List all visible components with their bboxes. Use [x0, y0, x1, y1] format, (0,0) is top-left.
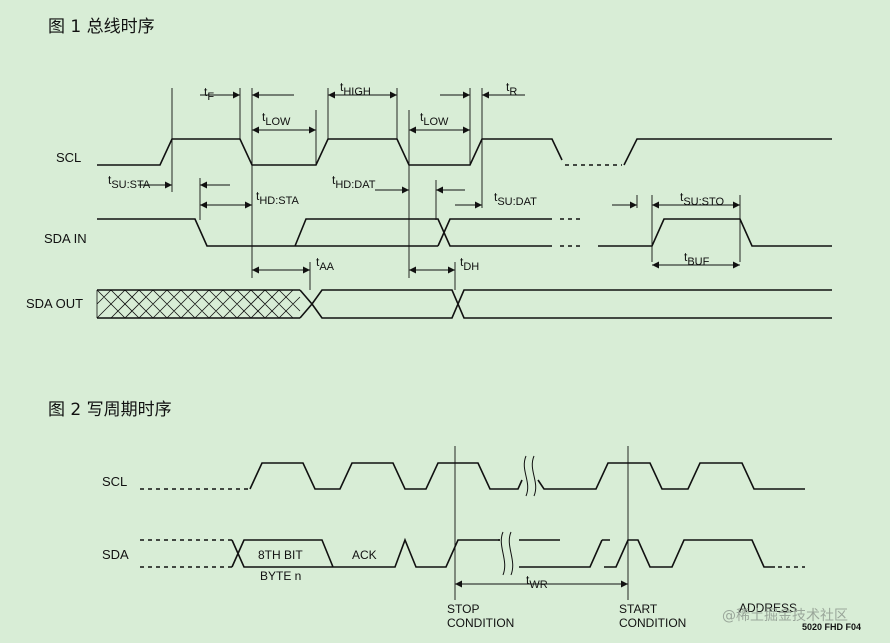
fig2-sda-break — [500, 531, 514, 576]
thd-dat-label: tHD:DAT — [332, 173, 376, 191]
fig2-sda-label: SDA — [102, 547, 129, 562]
figure-code: 5020 FHD F04 — [802, 622, 861, 632]
tsu-sto-label: tSU:STO — [680, 190, 725, 208]
thigh-label: tHIGH — [340, 80, 371, 98]
fig1-sda-out-label: SDA OUT — [26, 296, 83, 311]
fig1-sda-in-tail — [598, 218, 832, 247]
tf-label: tF — [204, 85, 214, 103]
tsu-dat-label: tSU:DAT — [494, 190, 537, 208]
byte-n-label: BYTE n — [260, 569, 301, 583]
fig1-sda-in-label: SDA IN — [44, 231, 87, 246]
fig2-scl-break — [523, 455, 537, 497]
tsu-sta-label: tSU:STA — [108, 173, 151, 191]
fig1-scl-label: SCL — [56, 150, 81, 165]
fig2-scl-waveform-2 — [537, 462, 805, 490]
fig1-sda-out-waveform — [299, 289, 832, 319]
tlow2-label: tLOW — [420, 110, 449, 128]
fig1-sda-in-gap — [560, 218, 582, 247]
fig2-sda-waveform — [231, 537, 500, 568]
fig2-scl-waveform — [249, 462, 523, 490]
fig1-scl-tail — [623, 138, 832, 166]
stop-condition-label: CONDITION — [447, 616, 514, 630]
fig1-reference-lines — [171, 88, 741, 290]
fig2-scl-label: SCL — [102, 474, 127, 489]
watermark: @稀土掘金技术社区 — [722, 608, 848, 624]
tr-label: tR — [506, 80, 517, 98]
fig1-sda-out-hatch-border — [97, 289, 300, 319]
twr-label: tWR — [526, 573, 548, 591]
tdh-label: tDH — [460, 255, 479, 273]
fig1-scl-waveform — [97, 138, 563, 166]
fig2-condition-markers — [454, 446, 629, 600]
fig2-sda-waveform-3 — [604, 539, 775, 568]
fig1-title: 图 1 总线时序 — [48, 17, 155, 37]
thd-sta-label: tHD:STA — [256, 189, 300, 207]
fig1-timing-arrows — [138, 91, 740, 274]
ack-label: ACK — [352, 548, 377, 562]
fig1-sda-out-hatch — [96, 289, 301, 319]
address-label: ADDRESS — [739, 601, 797, 615]
start-label: START — [619, 602, 658, 616]
tbuf-label: tBUF — [684, 250, 710, 268]
start-condition-label: CONDITION — [619, 616, 686, 630]
eighth-bit-label: 8TH BIT — [258, 548, 303, 562]
fig2-sda-waveform-2 — [498, 539, 610, 568]
stop-label: STOP — [447, 602, 479, 616]
tlow1-label: tLOW — [262, 110, 291, 128]
fig2-sda-lead — [140, 539, 232, 568]
fig2-title: 图 2 写周期时序 — [48, 400, 172, 420]
fig1-sda-in-waveform — [97, 218, 552, 247]
taa-label: tAA — [316, 255, 335, 273]
